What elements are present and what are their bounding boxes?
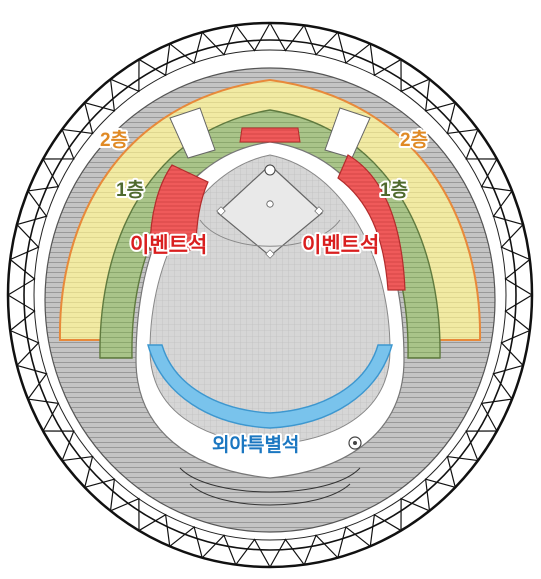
- event-seats-left[interactable]: [149, 164, 209, 251]
- lower-stand-detail: [179, 467, 361, 506]
- label-first-floor-right: 1층: [380, 179, 408, 201]
- home-plate-icon: [264, 164, 276, 176]
- label-event-seats-left: 이벤트석: [130, 234, 207, 257]
- label-second-floor-left: 2층: [100, 129, 128, 151]
- event-seats-right[interactable]: [337, 154, 406, 291]
- playing-field: [149, 154, 391, 446]
- backstop-event-seats[interactable]: [239, 127, 301, 143]
- label-outfield-special-seats: 외야특별석: [212, 434, 299, 456]
- roof-truss-icon: [7, 22, 533, 568]
- label-event-seats-right: 이벤트석: [302, 234, 379, 257]
- label-first-floor-left: 1층: [116, 179, 144, 201]
- concourse-gaps: [169, 107, 371, 159]
- outfield-special-seats[interactable]: [147, 344, 393, 429]
- label-second-floor-right: 2층: [400, 129, 428, 151]
- scoreboard-icon: [348, 436, 362, 450]
- pitcher-mound-icon: [266, 200, 274, 208]
